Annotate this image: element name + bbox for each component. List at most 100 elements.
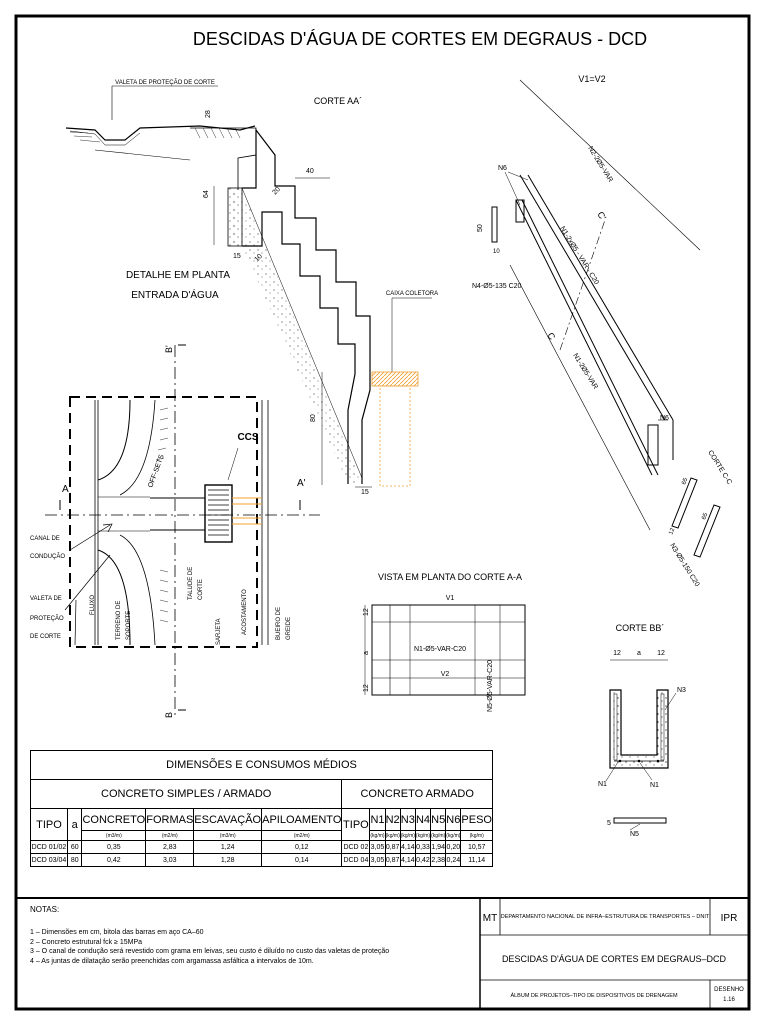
notes-block: NOTAS: 1 – Dimensões em cm, bitola das b… (30, 905, 470, 966)
table-cell: 0,12 (261, 840, 343, 854)
table-cell: 0,24 (445, 853, 462, 867)
th-a: a (66, 808, 83, 841)
a-right-marker: A' (297, 478, 306, 489)
th-tipo-left: TIPO (30, 808, 68, 841)
talude-label-2: CORTE (198, 579, 204, 600)
title-block: MT DEPARTAMENTO NACIONAL DE INFRA–ESTRUT… (479, 897, 750, 1010)
unit-n1: (kg/m) (369, 830, 386, 841)
vista-n1: N1-Ø5-VAR-C20 (414, 646, 466, 653)
table-cell: 1,94 (430, 840, 447, 854)
v1v2-title: V1=V2 (578, 74, 605, 84)
dim-50: 50 (477, 224, 484, 232)
unit-n6: (kg/m) (445, 830, 462, 841)
tb-dept: DEPARTAMENTO NACIONAL DE INFRA–ESTRUTURA… (501, 914, 710, 920)
table-title: DIMENSÕES E CONSUMOS MÉDIOS (30, 750, 493, 780)
th-n6: N6 (445, 808, 462, 831)
corte-cc-section: CORTE C-C 65 12 65 N3-Ø5-150 C20 (668, 449, 732, 588)
table-cell: 60 (66, 840, 83, 854)
table-group-left: CONCRETO SIMPLES / ARMADO (29, 779, 343, 809)
c-prime-marker: C' (595, 210, 608, 223)
dim-10-v: 10 (493, 249, 500, 255)
table-cell: 3,05 (369, 840, 386, 854)
detalhe-planta-section: DETALHE EM PLANTA ENTRADA D'ÁGUA A A' B'… (30, 270, 320, 718)
vista-title: VISTA EM PLANTA DO CORTE A-A (378, 572, 522, 582)
talude-label-1: TALUDE DE (188, 567, 194, 600)
n1a-label: N1-2xØ5 - VAR - C20 (558, 225, 600, 286)
caixa-coletora-cap (371, 371, 419, 387)
b-top-marker: B' (164, 345, 174, 353)
unit-n3: (kg/m) (399, 830, 416, 841)
terreno-label-2: SOPORTE (126, 611, 132, 640)
dim-20: 20 (271, 186, 282, 197)
table-cell: 3,05 (369, 853, 386, 867)
bb-n1-a: N1 (598, 781, 607, 788)
caixa-coletora-label: CAIXA COLETORA (386, 291, 438, 297)
valeta-label-2: PROTEÇÃO (30, 615, 64, 622)
table-cell: 0,42 (414, 853, 432, 867)
valeta-protecao-label: VALETA DE PROTEÇÃO DE CORTE (115, 79, 215, 86)
th-escavacao: ESCAVAÇÃO (193, 808, 263, 831)
unit-concreto: (m3/m) (81, 830, 147, 841)
th-n1: N1 (369, 808, 386, 831)
dim-64: 64 (203, 190, 210, 198)
table-cell: 0,33 (414, 840, 432, 854)
unit-formas: (m2/m) (145, 830, 195, 841)
corte-aa-section: CORTE AA´ VALETA DE PROTEÇÃO DE CORTE 28… (65, 79, 438, 496)
unit-apiloamento: (m2/m) (261, 830, 343, 841)
entrada-grelha (204, 484, 233, 543)
tb-ipr: IPR (721, 913, 738, 924)
bb-n3: N3 (677, 687, 686, 694)
bb-n5: N5 (630, 831, 639, 838)
dim-40: 40 (306, 168, 314, 175)
table-cell: 3,03 (145, 853, 195, 867)
consumos-table: DIMENSÕES E CONSUMOS MÉDIOS CONCRETO SIM… (29, 750, 493, 867)
table-cell: DCD 03/04 (30, 853, 68, 867)
caixa-coletora-body (379, 385, 411, 487)
vista-dim-a: a (363, 651, 370, 655)
tb-mt: MT (483, 913, 497, 924)
n6-bottom-label: N6 (660, 415, 669, 422)
table-row: DCD 03/04 80 0,42 3,03 1,28 0,14 DCD 04 … (30, 853, 493, 867)
bb-dim-5: 5 (607, 820, 611, 827)
bb-n1-b: N1 (650, 782, 659, 789)
note-item: 2 – Concreto estrutural fck ≥ 15MPa (30, 938, 143, 946)
unit-peso: (kg/m) (460, 830, 493, 841)
corte-cc-title: CORTE C-C (706, 449, 732, 486)
tb-drawing-title: DESCIDAS D'ÁGUA DE CORTES EM DEGRAUS–DCD (502, 954, 727, 964)
detalhe-title-1: DETALHE EM PLANTA (126, 270, 230, 281)
th-formas: FORMAS (145, 808, 195, 831)
terreno-label-1: TERRENO DE (116, 601, 122, 640)
dim-15-bottom: 15 (361, 489, 369, 496)
table-cell: 10,57 (460, 840, 493, 854)
vista-v1: V1 (446, 595, 455, 602)
table-cell: DCD 04 (341, 853, 371, 867)
a-left-marker: A (62, 484, 69, 495)
bueiro-label-1: BUEIRO DE (276, 607, 282, 640)
table-cell: 0,87 (384, 853, 401, 867)
v1v2-section: V1=V2 N6 N2-2Ø5-VAR N1-2xØ5 - VAR - C20 … (472, 74, 701, 531)
note-item: 4 – As juntas de dilatação serão preench… (30, 957, 314, 965)
sarjeta-label: SARJETA (216, 618, 222, 645)
acostamento-label: ACOSTAMENTO (242, 589, 248, 635)
table-cell: 0,42 (81, 853, 147, 867)
table-cell: 0,35 (81, 840, 147, 854)
table-cell: DCD 01/02 (30, 840, 68, 854)
table-cell: 2,83 (145, 840, 195, 854)
th-apiloamento: APILOAMENTO (261, 808, 343, 831)
note-item: 3 – O canal de condução será revestido c… (30, 948, 390, 955)
n4-label: N4-Ø5-135 C20 (472, 283, 522, 290)
table-cell: 4,14 (399, 840, 416, 854)
c-marker: C (545, 331, 557, 342)
table-cell: 80 (66, 853, 83, 867)
table-cell: 0,87 (384, 840, 401, 854)
corte-bb-section: CORTE BB´ 12 a 12 N3 N1 N1 5 N5 (598, 623, 686, 838)
tb-desenho: DESENHO (714, 987, 744, 993)
table-cell: 11,14 (460, 853, 493, 867)
corte-aa-title: CORTE AA´ (314, 96, 362, 106)
th-n4: N4 (414, 808, 432, 831)
table-cell: DCD 02 (341, 840, 371, 854)
bb-u-section (609, 689, 669, 769)
dim-12-cc: 12 (668, 527, 676, 536)
vista-planta-section: VISTA EM PLANTA DO CORTE A-A V1 N1-Ø5-VA… (363, 572, 526, 712)
